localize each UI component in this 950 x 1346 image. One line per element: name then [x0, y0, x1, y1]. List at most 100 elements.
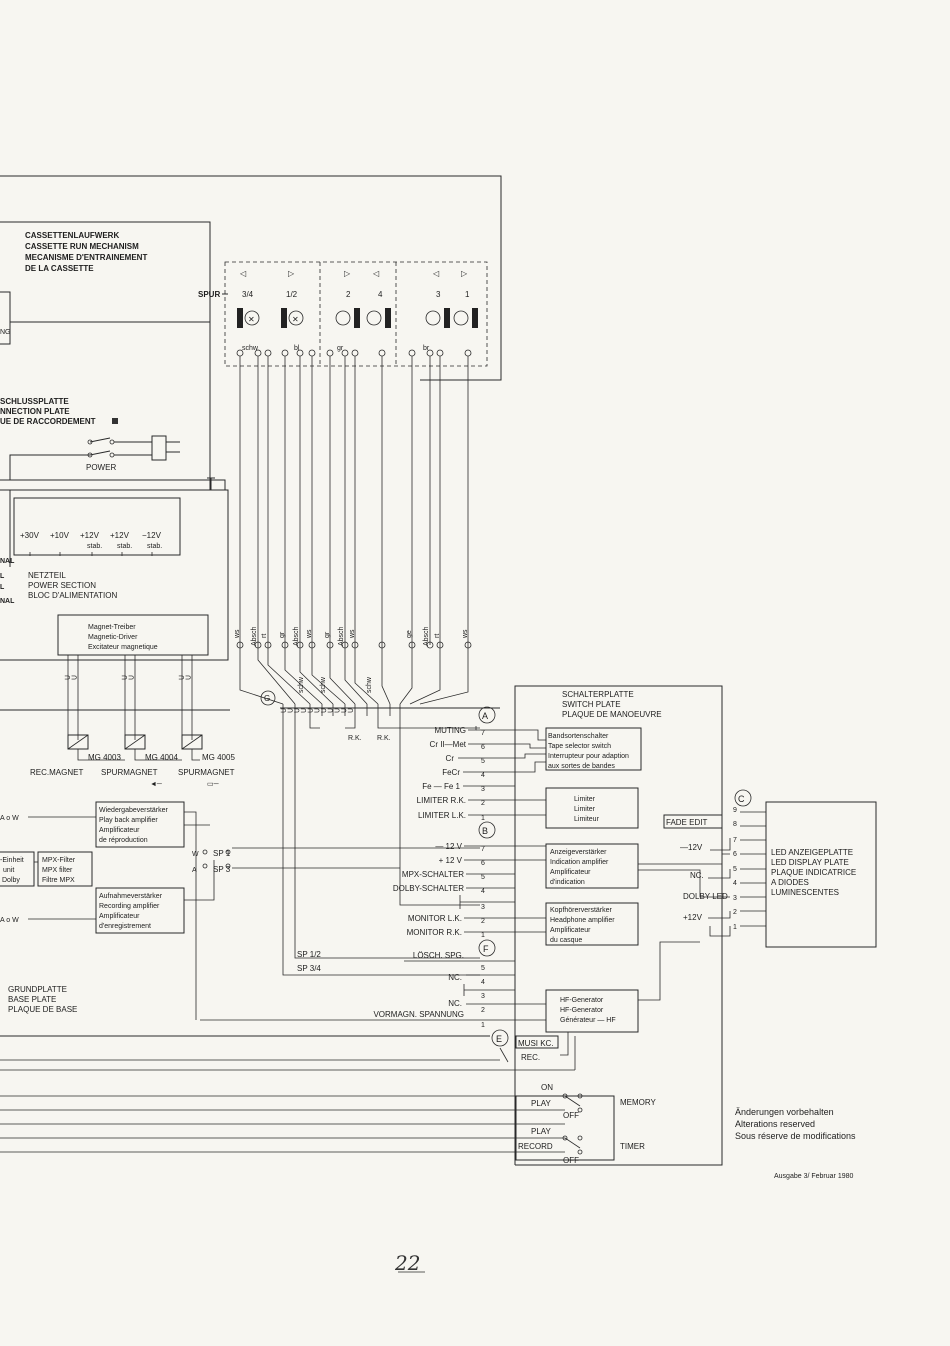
cassette-label-4: DE LA CASSETTE: [25, 264, 94, 273]
power-section: +30V +10V +12V +12V −12V stab. stab. sta…: [0, 489, 229, 661]
power-plug: [151, 435, 167, 461]
pin-label-monitor-rk: MONITOR R.K.: [407, 928, 462, 937]
connector-e: E: [491, 1029, 509, 1047]
headphone-amp-label: Amplificateur: [550, 927, 591, 934]
svg-text:⊃⊃: ⊃⊃: [121, 673, 134, 682]
wire-label: ws: [234, 629, 241, 639]
music-rec-switch: MUSI KC. REC.: [0, 1032, 576, 1071]
indication-amp-label: Indication amplifier: [550, 859, 609, 866]
outer-frame: [0, 175, 502, 381]
dolby-unit-fragment: -Einheit unit Dolby: [0, 851, 35, 887]
pin-number: 1: [481, 932, 485, 939]
pin-number: 7: [481, 730, 485, 737]
connector-a-letter: A: [482, 711, 488, 721]
voltage-neg12: −12V: [142, 531, 162, 540]
pin-number: 4: [481, 888, 485, 895]
headphone-amp-label: Headphone amplifier: [550, 917, 615, 924]
pin-label-nc1: NC.: [448, 973, 462, 982]
magnet-mg4003: MG 4003: [88, 753, 121, 762]
fade-edit-box: [663, 814, 723, 829]
off-label-2: OFF: [563, 1156, 579, 1165]
pin-label-monitor-lk: MONITOR L.K.: [408, 914, 462, 923]
bus-wiring: [282, 716, 480, 976]
svg-text:⊃⊃: ⊃⊃: [64, 673, 77, 682]
pin-number: 3: [481, 904, 485, 911]
svg-text:✕: ✕: [248, 315, 255, 324]
pin-number: 1: [481, 815, 485, 822]
wire-bl: bl: [294, 345, 300, 352]
playback-amp-label: de réproduction: [99, 837, 148, 844]
base-plate: GRUNDPLATTE BASE PLATE PLAQUE DE BASE: [0, 985, 490, 1037]
spur-magnet-label-2: SPURMAGNET: [178, 768, 235, 777]
magnet-driver: Magnet-Treiber Magnetic-Driver Excitateu…: [0, 614, 230, 740]
timer-label: TIMER: [620, 1142, 645, 1151]
pin-label-pos12v: + 12 V: [439, 856, 463, 865]
mpx-filter-label: MPX filter: [42, 867, 73, 874]
pin-number: 7: [481, 846, 485, 853]
indication-amp-box: Anzeigeverstärker Indication amplifier A…: [515, 843, 639, 889]
play-label-2: PLAY: [531, 1127, 552, 1136]
svg-text:⊃⊃⊃⊃⊃⊃⊃⊃⊃⊃⊃: ⊃⊃⊃⊃⊃⊃⊃⊃⊃⊃⊃: [280, 706, 354, 715]
base-plate-wiring: A o W A o W W A SP 1 SP 3 SP 1/2 SP 3/4: [0, 811, 480, 1020]
connector-b-rows: — 12 V + 12 V MPX-SCHALTER DOLBY-SCHALTE…: [393, 842, 515, 939]
headphone-amp-label: du casque: [550, 937, 582, 944]
vertical-wire-labels: ws Absch rt gr Absch ws gr Absch ws ge A…: [234, 626, 469, 693]
left-fragment: NAL: [0, 598, 15, 605]
wire-br: br: [423, 345, 430, 352]
on-label: ON: [541, 1083, 553, 1092]
connector-e-letter: E: [496, 1034, 502, 1044]
changes-reserved-fr: Sous réserve de modifications: [735, 1131, 856, 1141]
connector-c-letter: C: [738, 794, 745, 804]
wire-label: Absch: [251, 626, 258, 646]
pin-label-fade-edit: FADE EDIT: [666, 818, 707, 827]
pin-number: 2: [733, 909, 737, 916]
sp3-label: SP 3: [213, 865, 231, 874]
hf-generator-label: HF-Generator: [560, 1007, 604, 1014]
pin-number: 1: [733, 924, 737, 931]
bus-wire-label: schw: [298, 676, 305, 693]
notes: Änderungen vorbehalten Alterations reser…: [735, 1107, 856, 1180]
pin-label-loesch: LÖSCH. SPG.: [413, 951, 464, 960]
stab-2: stab.: [117, 543, 132, 550]
connector-f-letter: F: [483, 944, 489, 954]
musi-kc-label: MUSI KC.: [518, 1039, 554, 1048]
page-number: 22: [394, 1251, 420, 1275]
playback-amp-label: Wiedergabeverstärker: [99, 807, 169, 814]
led-plate-label: LED DISPLAY PLATE: [771, 858, 849, 867]
svg-text:▷: ▷: [344, 269, 351, 278]
pin-number: 7: [733, 837, 737, 844]
connector-a: A: [478, 706, 496, 724]
pin-label-mpx-schalter: MPX-SCHALTER: [402, 870, 464, 879]
connection-plate-label-3: UE DE RACCORDEMENT: [0, 417, 96, 426]
pin-label-limiter-lk: LIMITER L.K.: [418, 811, 466, 820]
connector-f-rows: LÖSCH. SPG. NC. NC. VORMAGN. SPANNUNG 5 …: [200, 951, 515, 1029]
svg-text:◁: ◁: [240, 269, 247, 278]
pin-label-cr2-met: Cr II—Met: [430, 740, 467, 749]
pin-number: 2: [481, 918, 485, 925]
connection-plate: SCHLUSSPLATTE NNECTION PLATE UE DE RACCO…: [0, 397, 226, 490]
indication-amp-label: Amplificateur: [550, 869, 591, 876]
led-display-plate: LED ANZEIGEPLATTE LED DISPLAY PLATE PLAQ…: [765, 801, 877, 948]
pin-number: 5: [481, 874, 485, 881]
wire-label: gr: [279, 631, 286, 638]
limiter-box: Limiter Limiter Limiteur: [515, 787, 639, 829]
led-plate-label: A DIODES: [771, 878, 809, 887]
led-plate-label: LUMINESCENTES: [771, 888, 839, 897]
left-fragment: L: [0, 573, 5, 580]
ng-fragment: NG: [0, 329, 11, 336]
svg-text:✕: ✕: [292, 315, 299, 324]
bus-wire-label: schw: [320, 676, 327, 693]
pin-number: 2: [481, 800, 485, 807]
base-plate-label: BASE PLATE: [8, 995, 56, 1004]
indication-amp-label: Anzeigeverstärker: [550, 849, 607, 856]
left-fragment: NAL: [0, 558, 15, 565]
wire-label: ws: [462, 629, 469, 639]
sp1-label: SP 1: [213, 849, 231, 858]
magnet-mg4005: MG 4005: [202, 753, 235, 762]
connector-a-rows: MUTING Cr II—Met Cr FeCr Fe — Fe 1 LIMIT…: [417, 726, 515, 822]
wire-gr: gr: [337, 345, 344, 352]
tape-heads: SPUR ◁ ▷ ▷ ◁ ◁ ▷ 3/4 1/2 2 4 3 1 ✕ ✕ sch…: [198, 261, 488, 367]
connector-f: F: [478, 939, 496, 957]
cassette-label-2: CASSETTE RUN MECHANISM: [25, 242, 139, 251]
